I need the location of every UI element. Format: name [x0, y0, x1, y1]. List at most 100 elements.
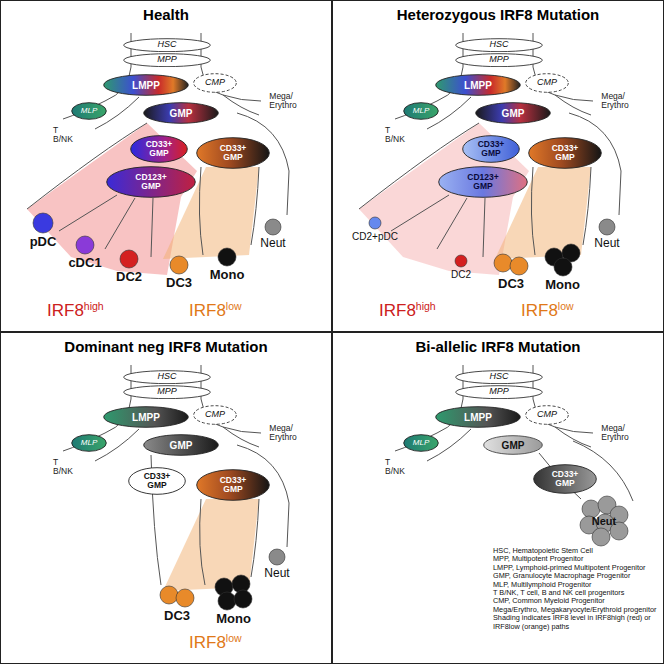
cell-label: pDC: [30, 235, 57, 249]
ellipse-outline: [436, 407, 521, 428]
irf8-level-label: IRF8: [189, 302, 226, 321]
progenitor-ellipse: GMP: [143, 102, 219, 124]
progenitor-ellipse: MPP: [455, 53, 543, 67]
progenitor-ellipse: MPP: [123, 53, 211, 67]
cell-group: DC3: [159, 585, 195, 608]
ellipse-label: GMP: [170, 440, 193, 451]
tree-line: [200, 499, 205, 585]
cell-label: DC3: [164, 609, 190, 623]
panel: Bi-allelic IRF8 MutationHSCMPPLMPPMLPCMP…: [332, 332, 664, 664]
ellipse-label: CD33+ GMP: [552, 470, 579, 489]
ellipse-label: GMP: [502, 440, 525, 451]
ellipse-label: LMPP: [464, 80, 492, 91]
progenitor-ellipse: LMPP: [435, 406, 521, 428]
panel-title: Bi-allelic IRF8 Mutation: [333, 338, 663, 355]
irf8-level-label: low: [558, 301, 574, 313]
panel-title: Dominant neg IRF8 Mutation: [1, 338, 331, 355]
cell-circle: [160, 586, 178, 604]
ellipse-label: CMP: [537, 78, 557, 88]
progenitor-ellipse: CD33+ GMP: [196, 469, 270, 501]
abbreviation-line: Shading indicates IRF8 level in IRF8high…: [493, 614, 661, 631]
cell-circle: [265, 219, 281, 235]
cell-label: Neut: [592, 515, 616, 527]
tree-line: [151, 198, 153, 257]
progenitor-ellipse: CMP: [525, 405, 569, 425]
ellipse-outline: [476, 103, 551, 124]
cell-label: DC2: [451, 269, 471, 280]
irf8-level-label: IRF8: [521, 302, 558, 321]
ellipse-outline: [124, 39, 211, 52]
ellipse-outline: [104, 75, 189, 96]
irf8-level-label: IRF8: [189, 634, 226, 653]
cell-circle: [218, 592, 236, 610]
cell-circles: [169, 255, 189, 275]
tree-line: [63, 365, 131, 451]
ellipse-outline: [107, 167, 196, 198]
abbreviation-line: T B/NK, T cell, B and NK cell progenitor…: [493, 589, 661, 597]
ellipse-label: MPP: [489, 55, 509, 65]
ellipse-label: CD33+ GMP: [220, 144, 247, 163]
cell-circle: [510, 257, 528, 275]
cell-circle: [599, 219, 615, 235]
cell-label: DC3: [498, 277, 524, 291]
ellipse-outline: [404, 103, 439, 120]
cell-circle: [455, 255, 467, 267]
cell-circles: [454, 254, 468, 268]
cell-circles: [598, 218, 616, 236]
cell-group: Mono: [217, 247, 237, 267]
panel-title: Health: [1, 6, 331, 23]
cell-group: Neut: [264, 218, 282, 236]
tree-line: [437, 198, 467, 249]
ellipse-label: CMP: [205, 78, 225, 88]
ellipse-outline: [534, 465, 597, 494]
progenitor-ellipse: CD33+ GMP: [528, 137, 602, 169]
ellipse-label: LMPP: [132, 80, 160, 91]
ellipse-label: MPP: [157, 387, 177, 397]
tree-line: [251, 167, 259, 245]
cell-label: DC2: [116, 270, 142, 284]
branch-label: T B/NK: [53, 126, 73, 145]
cell-circles: [214, 574, 253, 611]
ellipse-label: CD123+ GMP: [467, 173, 498, 192]
progenitor-ellipse: MLP: [71, 434, 107, 452]
branch-label: Mega/ Erythro: [601, 92, 628, 111]
ellipse-outline: [456, 386, 543, 399]
cell-label: Mono: [210, 268, 245, 282]
tree-line: [223, 427, 259, 447]
cell-group: pDC: [32, 212, 54, 234]
cell-group: Mono: [214, 574, 253, 611]
ellipse-outline: [131, 136, 188, 163]
ellipse-outline: [456, 371, 543, 384]
tree-line: [391, 195, 449, 231]
cell-circles: [264, 218, 282, 236]
progenitor-ellipse: CD33+ GMP: [462, 135, 520, 163]
progenitor-ellipse: HSC: [123, 38, 211, 52]
branch-label: T B/NK: [385, 126, 405, 145]
ellipse-outline: [104, 407, 189, 428]
ellipse-label: LMPP: [132, 412, 160, 423]
ellipse-outline: [484, 436, 543, 455]
ellipse-outline: [529, 138, 602, 169]
ellipse-label: MLP: [81, 107, 97, 116]
progenitor-ellipse: CMP: [193, 405, 237, 425]
ellipse-outline: [404, 435, 439, 452]
abbreviation-line: GMP, Granulocyte Macrophage Progenitor: [493, 572, 661, 580]
progenitor-ellipse: CD123+ GMP: [106, 166, 196, 198]
abbreviation-line: HSC, Hematopoietic Stem Cell: [493, 547, 661, 555]
ellipse-outline: [436, 75, 521, 96]
cell-circles: [119, 249, 139, 269]
ellipse-outline: [124, 54, 211, 67]
cell-group: Neut: [268, 548, 286, 566]
panel: Heterozygous IRF8 MutationHSCMPPLMPPMLPC…: [332, 0, 664, 332]
ellipse-outline: [72, 435, 107, 452]
cell-circle: [176, 589, 194, 607]
ellipse-label: MLP: [413, 439, 429, 448]
progenitor-ellipse: CD33+ GMP: [533, 464, 597, 494]
branch-label: T B/NK: [385, 458, 405, 477]
irf8-level-label: high: [416, 301, 436, 313]
panel: HealthHSCMPP LMPP MLP CMP GMP CD33+ GMP CD123+…: [0, 0, 332, 332]
progenitor-ellipse: MLP: [71, 102, 107, 120]
ellipse-label: MLP: [81, 439, 97, 448]
ellipse-label: CD33+ GMP: [552, 144, 579, 163]
tree-line: [199, 167, 203, 255]
